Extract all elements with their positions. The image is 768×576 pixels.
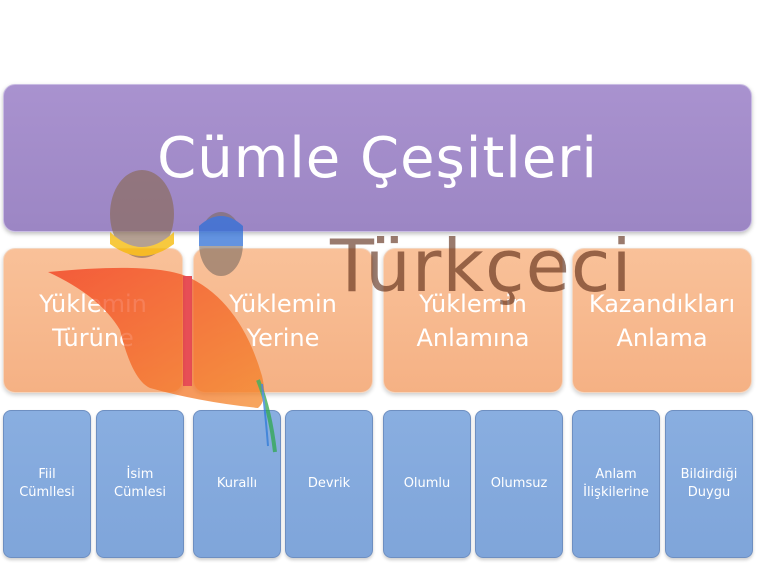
- category-label: Yüklemin Yerine: [229, 289, 337, 352]
- leaf-label: Devrik: [307, 476, 351, 491]
- leaf-label: Olumsuz: [490, 476, 548, 491]
- category-box-yuklemin-anlamina: Yüklemin Anlamına: [383, 248, 563, 393]
- category-label: Kazandıkları Anlama: [588, 289, 736, 352]
- leaf-box-anlam-iliskilerine: Anlam İlişkilerine: [572, 410, 660, 558]
- diagram-title: Cümle Çeşitleri: [157, 125, 598, 191]
- leaf-label: İsim Cümlesi: [114, 467, 166, 500]
- diagram-title-box: Cümle Çeşitleri: [3, 84, 752, 232]
- leaf-box-isim-cumlesi: İsim Cümlesi: [96, 410, 184, 558]
- category-label: Yüklemin Anlamına: [416, 289, 530, 352]
- category-box-kazandiklari-anlama: Kazandıkları Anlama: [572, 248, 752, 393]
- leaf-box-kuralli: Kurallı: [193, 410, 281, 558]
- leaf-label: Bildirdiği Duygu: [680, 467, 738, 500]
- leaf-label: Olumlu: [403, 476, 451, 491]
- leaf-label: Anlam İlişkilerine: [583, 467, 649, 500]
- leaf-label: Fiil Cümllesi: [19, 467, 75, 500]
- leaf-box-bildirdigi-duygu: Bildirdiği Duygu: [665, 410, 753, 558]
- leaf-box-olumsuz: Olumsuz: [475, 410, 563, 558]
- category-box-yuklemin-turune: Yüklemin Türüne: [3, 248, 183, 393]
- turkceci-watermark-text: Türkçeci: [330, 224, 633, 308]
- leaf-box-fiil-cumlesi: Fiil Cümllesi: [3, 410, 91, 558]
- leaf-label: Kurallı: [216, 476, 258, 491]
- leaf-box-devrik: Devrik: [285, 410, 373, 558]
- category-label: Yüklemin Türüne: [39, 289, 147, 352]
- leaf-box-olumlu: Olumlu: [383, 410, 471, 558]
